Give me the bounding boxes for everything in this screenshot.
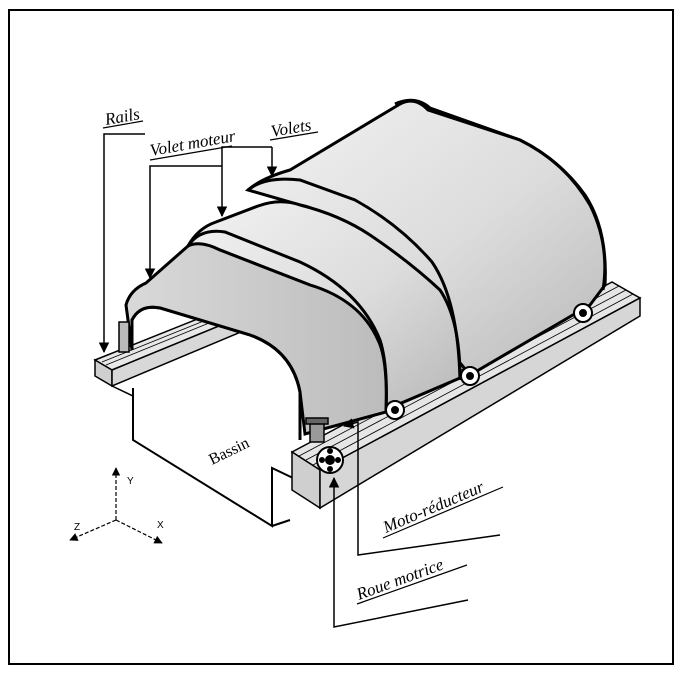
- label-volets: Volets: [269, 115, 313, 141]
- motor-reducer: [305, 417, 329, 443]
- outer-border: [8, 9, 674, 665]
- label-volet-moteur: Volet moteur: [148, 126, 237, 160]
- leader-lines: [98, 133, 501, 628]
- wheel-back: [573, 303, 593, 323]
- drive-wheel: [316, 446, 344, 474]
- shutter-edges: [186, 98, 607, 411]
- axis-label-x: X: [157, 520, 164, 531]
- label-roue-motrice: Roue motrice: [353, 555, 446, 605]
- label-rails: Rails: [102, 104, 141, 129]
- axis-label-z: Z: [74, 522, 80, 533]
- wheel-middle: [460, 366, 480, 386]
- wheel-front-left: [385, 400, 405, 420]
- label-underlines: [102, 120, 504, 605]
- axis-label-y: Y: [127, 476, 134, 487]
- axis-triad: [69, 467, 163, 544]
- pool-basin: [132, 388, 294, 528]
- left-bracket: [118, 321, 130, 353]
- label-moto-reducteur: Moto-réducteur: [379, 477, 487, 537]
